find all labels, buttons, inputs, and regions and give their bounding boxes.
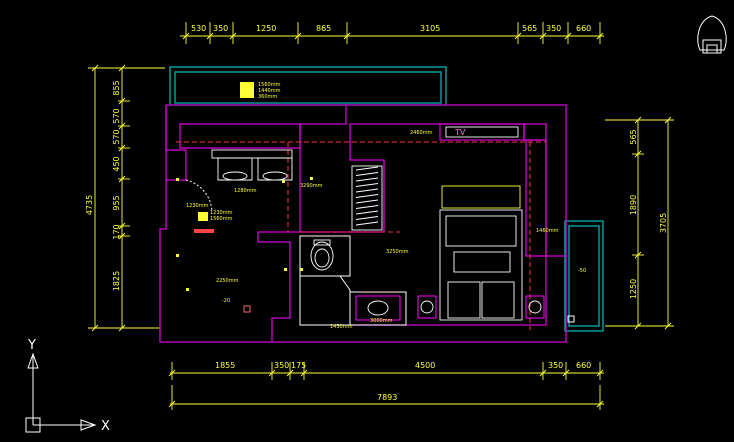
marker-dot	[176, 178, 179, 181]
room-label: 1440mm	[258, 88, 281, 94]
bathroom	[299, 235, 407, 326]
marker-dot	[186, 288, 189, 291]
left-dimension-chain: 4735 855 570 570 450 955 170 1825	[85, 64, 165, 332]
dimension-tick	[91, 324, 99, 332]
wardrobe-shelf	[355, 216, 379, 220]
right-total-label: 3705	[659, 213, 668, 233]
left-dim-label: 855	[112, 80, 121, 95]
bottom-dim-label: 660	[576, 361, 591, 370]
dining-set	[185, 149, 293, 213]
axis-x-label: X	[101, 419, 110, 434]
room-label: 1460mm	[536, 228, 559, 234]
top-dim-label: 3105	[420, 24, 440, 33]
left-dim-label: 570	[112, 108, 121, 123]
room-label: 3290mm	[300, 183, 323, 189]
room-label: 3250mm	[386, 249, 409, 255]
room-label: 1280mm	[234, 188, 257, 194]
axis-y-label: Y	[27, 338, 36, 353]
room-label: 2250mm	[216, 278, 239, 284]
bed	[417, 185, 545, 321]
marker-dot	[282, 180, 285, 183]
top-dim-label: 565	[522, 24, 537, 33]
ceiling-lines	[176, 141, 546, 330]
tv-cabinet: TV	[439, 123, 525, 141]
dimension-tick	[664, 322, 672, 330]
wardrobe-shelf	[355, 194, 379, 198]
nightstand-icon	[525, 295, 545, 319]
room-label: 1560mm	[210, 216, 233, 222]
bottom-dim-label: 350	[274, 361, 289, 370]
room-label: 1430mm	[330, 324, 353, 330]
marker-dot	[284, 268, 287, 271]
viewcube-icon[interactable]	[697, 15, 727, 54]
sink-icon	[367, 300, 389, 316]
balcony-outline	[169, 66, 604, 332]
nightstand-icon	[417, 295, 437, 319]
bottom-dim-label: 4500	[415, 361, 435, 370]
top-dimension-chain: 530 350 1250 865 3105 565 350 660	[180, 22, 604, 44]
left-dim-label: 450	[112, 156, 121, 171]
room-label: 3000mm	[370, 318, 393, 324]
wardrobe-shelf	[355, 177, 379, 182]
wardrobe-shelf	[355, 210, 379, 215]
top-dim-label: 865	[316, 24, 331, 33]
wardrobe-shelf	[355, 172, 379, 176]
wardrobe-shelf	[355, 199, 379, 204]
room-label: 2460mm	[410, 130, 433, 136]
wardrobe-shelf	[355, 188, 379, 193]
top-dim-label: 660	[576, 24, 591, 33]
wardrobe-shelf	[355, 221, 379, 226]
right-dim-label: 1250	[629, 279, 638, 299]
right-dimension-chain: 565 1890 1250 3705	[605, 116, 674, 330]
markers	[176, 177, 313, 291]
marker-dot	[310, 177, 313, 180]
top-dim-label: 1250	[256, 24, 276, 33]
bottom-dim-label: 1855	[215, 361, 235, 370]
left-dim-label: 570	[112, 129, 121, 144]
top-dim-label: 350	[546, 24, 561, 33]
tv-label: TV	[454, 128, 466, 137]
top-dim-label: 530	[191, 24, 206, 33]
bottom-total-label: 7893	[377, 393, 397, 402]
right-dim-label: 1890	[629, 195, 638, 215]
top-dim-label: 350	[213, 24, 228, 33]
room-label: 1560mm	[258, 82, 281, 88]
room-label: -50	[578, 268, 586, 274]
marker-dot	[300, 268, 303, 271]
left-dim-label: 1825	[112, 271, 121, 291]
left-dim-label: 170	[112, 224, 121, 239]
marker-dot	[176, 254, 179, 257]
walls	[159, 104, 567, 343]
room-label: 1230mm	[186, 203, 209, 209]
dimension-tick	[664, 116, 672, 124]
wardrobe-shelf	[355, 183, 379, 187]
left-total-label: 4735	[85, 195, 94, 215]
wardrobe	[351, 165, 383, 231]
bottom-dim-label: 175	[291, 361, 306, 370]
right-dim-label: 565	[629, 129, 638, 144]
room-labels: 1560mm 1440mm 360mm 1230mm 1560mm 2460mm…	[186, 82, 586, 330]
wardrobe-shelf	[355, 166, 379, 171]
bottom-dim-label: 350	[548, 361, 563, 370]
room-label: -20	[222, 298, 230, 304]
left-dim-label: 955	[112, 195, 121, 210]
toilet-icon	[310, 241, 334, 271]
room-label: 360mm	[258, 94, 277, 100]
wardrobe-shelf	[355, 205, 379, 209]
dimension-tick	[91, 64, 99, 72]
ucs-axis-icon: Y X	[25, 338, 110, 434]
bottom-dimension-chain: 1855 350 175 4500 350 660 7893	[168, 361, 604, 410]
room-label: 1230mm	[210, 210, 233, 216]
